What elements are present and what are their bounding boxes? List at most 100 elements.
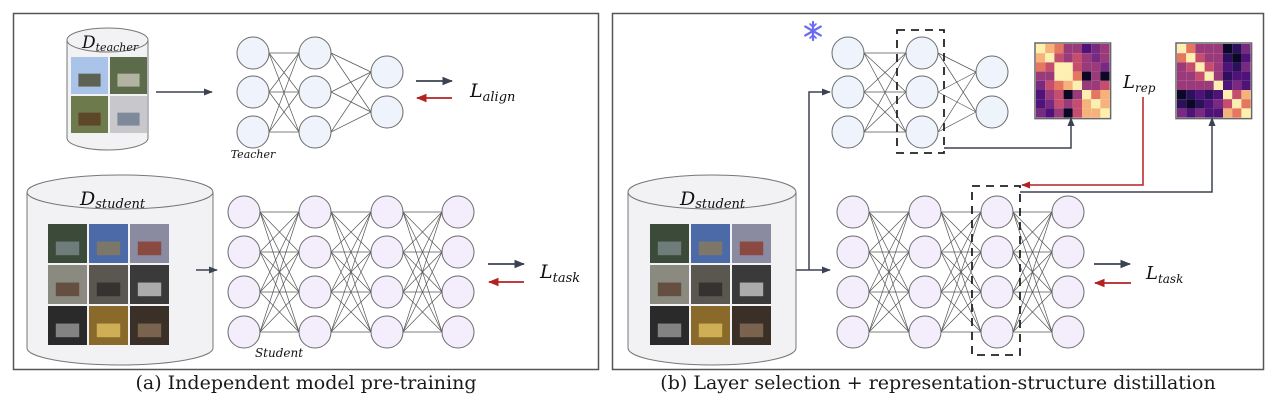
- teacher-b-edge: [863, 52, 907, 93]
- student-heatmap-cell: [1232, 80, 1242, 90]
- student-b-node-l2-n3: [980, 315, 1014, 349]
- student-heatmap-cell: [1177, 80, 1187, 90]
- student-b-image-1-detail: [698, 241, 723, 256]
- student-heatmap-cell: [1223, 71, 1233, 81]
- teacher-heatmap-cell: [1036, 44, 1046, 54]
- student-b-edge: [1012, 211, 1053, 253]
- student-heatmap-cell: [1241, 108, 1251, 118]
- student-b-edge: [940, 211, 982, 333]
- student-heatmap-cell: [1232, 62, 1242, 72]
- student-heatmap-cell: [1213, 99, 1223, 109]
- student-b-image-0-detail: [657, 241, 682, 256]
- student-b-edge: [940, 211, 982, 253]
- student-b-node-l3-n0: [1051, 195, 1085, 229]
- teacher-image-1-detail: [117, 73, 140, 87]
- teacher-heatmap-cell: [1091, 90, 1101, 100]
- student-b-node-l3-n2: [1051, 275, 1085, 309]
- student-a-image-6-detail: [55, 323, 80, 338]
- student-b-node-l3-n3: [1051, 315, 1085, 349]
- student-a-node-l0-n1: [227, 235, 261, 269]
- student-b-edge: [940, 251, 982, 333]
- teacher-a-edge: [330, 71, 372, 133]
- teacher-heatmap-cell: [1072, 71, 1082, 81]
- teacher-heatmap-cell: [1082, 80, 1092, 90]
- student-heatmap-cell: [1232, 71, 1242, 81]
- teacher-a-node-l1-n0: [298, 36, 332, 70]
- student-b-edge: [868, 291, 910, 333]
- student-b-image-2-detail: [739, 241, 764, 256]
- student-a-node-l2-n3: [370, 315, 404, 349]
- student-a-edge: [402, 211, 443, 293]
- student-dataset-cylinder-a: Dstudent: [26, 174, 214, 366]
- teacher-heatmap-cell: [1082, 53, 1092, 63]
- network-nodes: [227, 36, 1085, 349]
- caption-b: (b) Layer selection + representation-str…: [660, 372, 1216, 394]
- teacher-heatmap-cell: [1036, 108, 1046, 118]
- teacher-heatmap-cell: [1100, 44, 1110, 54]
- student-heatmap-cell: [1232, 90, 1242, 100]
- student-heatmap-cell: [1232, 44, 1242, 54]
- teacher-heatmap-cell: [1091, 99, 1101, 109]
- student-b-node-l1-n0: [908, 195, 942, 229]
- student-a-edge: [259, 251, 300, 333]
- teacher-heatmap-cell: [1072, 108, 1082, 118]
- student-a-node-l0-n0: [227, 195, 261, 229]
- teacher-heatmap-cell: [1063, 80, 1073, 90]
- teacher-heatmap-cell: [1082, 90, 1092, 100]
- student-heatmap-cell: [1186, 62, 1196, 72]
- teacher-heatmap-cell: [1036, 71, 1046, 81]
- teacher-b-node-l0-n2: [831, 115, 865, 149]
- student-heatmap-cell: [1186, 90, 1196, 100]
- student-heatmap-cell: [1204, 108, 1214, 118]
- student-heatmap-cell: [1241, 80, 1251, 90]
- student-heatmap-cell: [1195, 80, 1205, 90]
- student-heatmap-cell: [1204, 53, 1214, 63]
- student-heatmap-cell: [1213, 62, 1223, 72]
- student-a-image-1-detail: [96, 241, 121, 256]
- panel-b-frame: [611, 12, 1265, 371]
- student-a-node-l0-n2: [227, 275, 261, 309]
- student-heatmap-cell: [1232, 108, 1242, 118]
- student-b-image-3-detail: [657, 282, 682, 297]
- teacher-a-node-l1-n2: [298, 115, 332, 149]
- student-heatmap-cell: [1177, 71, 1187, 81]
- teacher-heatmap-cell: [1045, 108, 1055, 118]
- teacher-heatmap-cell: [1045, 53, 1055, 63]
- student-heatmap-cell: [1186, 71, 1196, 81]
- student-heatmap-cell: [1223, 53, 1233, 63]
- student-a-edge: [402, 251, 443, 333]
- teacher-heatmap-cell: [1072, 99, 1082, 109]
- teacher-heatmap-cell: [1082, 62, 1092, 72]
- student-heatmap-cell: [1241, 99, 1251, 109]
- student-heatmap-cell: [1241, 62, 1251, 72]
- student-b-node-l0-n3: [836, 315, 870, 349]
- student-heatmap-cell: [1223, 99, 1233, 109]
- student-b-image-7-detail: [698, 323, 723, 338]
- teacher-b-node-l1-n1: [905, 75, 939, 109]
- rep-loss-gradient-arrow: [1021, 97, 1144, 189]
- teacher-a-edge: [330, 52, 372, 113]
- student-heatmap-cell: [1204, 71, 1214, 81]
- teacher-a-edge: [268, 52, 300, 133]
- teacher-heatmap-cell: [1045, 80, 1055, 90]
- student-b-edge: [940, 291, 982, 333]
- input-to-teacher-arrow: [808, 88, 831, 270]
- teacher-heatmap-cell: [1063, 71, 1073, 81]
- teacher-image-2-detail: [78, 112, 101, 126]
- student-b-image-4-detail: [698, 282, 723, 297]
- student-heatmap-cell: [1177, 99, 1187, 109]
- student-heatmap-cell: [1241, 90, 1251, 100]
- teacher-a-node-l1-n1: [298, 75, 332, 109]
- teacher-b-edge: [863, 52, 907, 133]
- teacher-heatmap-cell: [1036, 62, 1046, 72]
- student-a-image-5-detail: [137, 282, 162, 297]
- teacher-a-node-l2-n0: [370, 55, 404, 89]
- student-heatmap-cell: [1213, 53, 1223, 63]
- student-a-edge: [402, 211, 443, 333]
- student-heatmap-cell: [1204, 62, 1214, 72]
- teacher-heatmap-cell: [1054, 80, 1064, 90]
- student-heatmap-cell: [1232, 53, 1242, 63]
- teacher-heatmap-cell: [1045, 99, 1055, 109]
- teacher-a-node-l0-n2: [236, 115, 270, 149]
